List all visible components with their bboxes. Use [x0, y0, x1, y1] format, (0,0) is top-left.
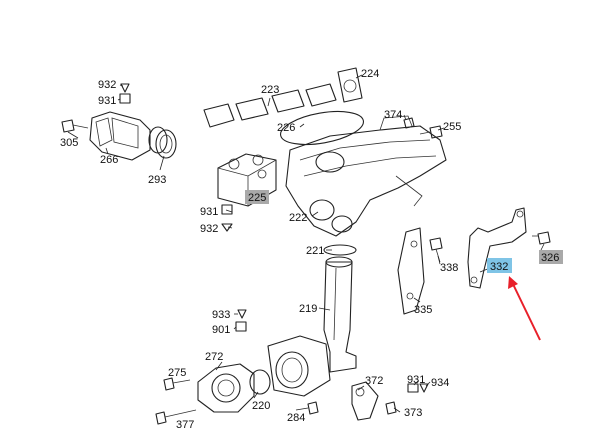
label-223[interactable]: 223 — [261, 84, 279, 96]
part-372-sensor — [351, 381, 379, 421]
label-293[interactable]: 293 — [148, 174, 166, 186]
label-225-highlight — [245, 190, 269, 204]
label-335[interactable]: 335 — [414, 304, 432, 316]
label-221[interactable]: 221 — [306, 245, 324, 257]
part-338-bolt — [429, 237, 443, 263]
part-332-bracket — [467, 207, 527, 289]
label-222[interactable]: 222 — [289, 212, 307, 224]
part-223-gasket-set — [203, 83, 337, 128]
label-332-highlight — [487, 258, 512, 273]
part-throttle-body — [267, 335, 331, 397]
label-931-top[interactable]: 931 — [98, 95, 116, 107]
part-305-bolt — [61, 119, 89, 133]
label-226[interactable]: 226 — [277, 122, 295, 134]
label-326[interactable]: 326 — [541, 252, 559, 264]
label-933[interactable]: 933 — [212, 309, 230, 321]
label-224[interactable]: 224 — [361, 68, 379, 80]
label-901[interactable]: 901 — [212, 324, 230, 336]
label-377[interactable]: 377 — [176, 419, 194, 429]
part-373-screw — [385, 401, 397, 415]
part-219-pipe — [323, 256, 357, 373]
part-222-manifold — [285, 115, 447, 237]
part-932-clip-top — [120, 83, 130, 93]
part-224-gasket — [337, 67, 363, 103]
label-305[interactable]: 305 — [60, 137, 78, 149]
label-332[interactable]: 332 — [490, 261, 508, 273]
part-931-clip-mid — [221, 204, 233, 215]
part-335-bracket — [397, 227, 425, 315]
red-arrow-icon — [508, 276, 541, 341]
part-374-bolt — [403, 117, 415, 129]
part-220-ring — [249, 369, 271, 395]
part-225-block — [217, 153, 277, 207]
part-221-ring — [323, 244, 357, 256]
part-377-bolt — [155, 409, 197, 425]
part-934-clip — [419, 383, 429, 393]
part-272-actuator — [197, 363, 255, 413]
label-219[interactable]: 219 — [299, 303, 317, 315]
label-255[interactable]: 255 — [443, 121, 461, 133]
label-326-highlight — [539, 250, 563, 264]
label-934[interactable]: 934 — [431, 377, 449, 389]
part-255-bolt — [419, 125, 443, 139]
part-226-ring — [280, 110, 364, 146]
label-284[interactable]: 284 — [287, 412, 305, 424]
label-225[interactable]: 225 — [248, 192, 266, 204]
part-933-clip — [237, 309, 247, 319]
label-931-low[interactable]: 931 — [407, 374, 425, 386]
part-266-module — [89, 111, 168, 161]
label-372[interactable]: 372 — [365, 375, 383, 387]
label-373[interactable]: 373 — [404, 407, 422, 419]
label-932-mid[interactable]: 932 — [200, 223, 218, 235]
label-266[interactable]: 266 — [100, 154, 118, 166]
label-932-top[interactable]: 932 — [98, 79, 116, 91]
label-275[interactable]: 275 — [168, 367, 186, 379]
label-931-mid[interactable]: 931 — [200, 206, 218, 218]
leader-lines — [67, 74, 545, 413]
part-901-clip — [235, 321, 247, 332]
part-293-gasket — [155, 129, 177, 159]
label-272[interactable]: 272 — [205, 351, 223, 363]
part-275-bolt — [163, 377, 191, 391]
label-338[interactable]: 338 — [440, 262, 458, 274]
label-220[interactable]: 220 — [252, 400, 270, 412]
part-284-bolt — [307, 401, 319, 415]
label-374[interactable]: 374 — [384, 109, 402, 121]
part-931-clip-low — [407, 383, 419, 393]
part-931-clip-top — [119, 93, 131, 104]
part-326-bolt — [532, 231, 551, 245]
